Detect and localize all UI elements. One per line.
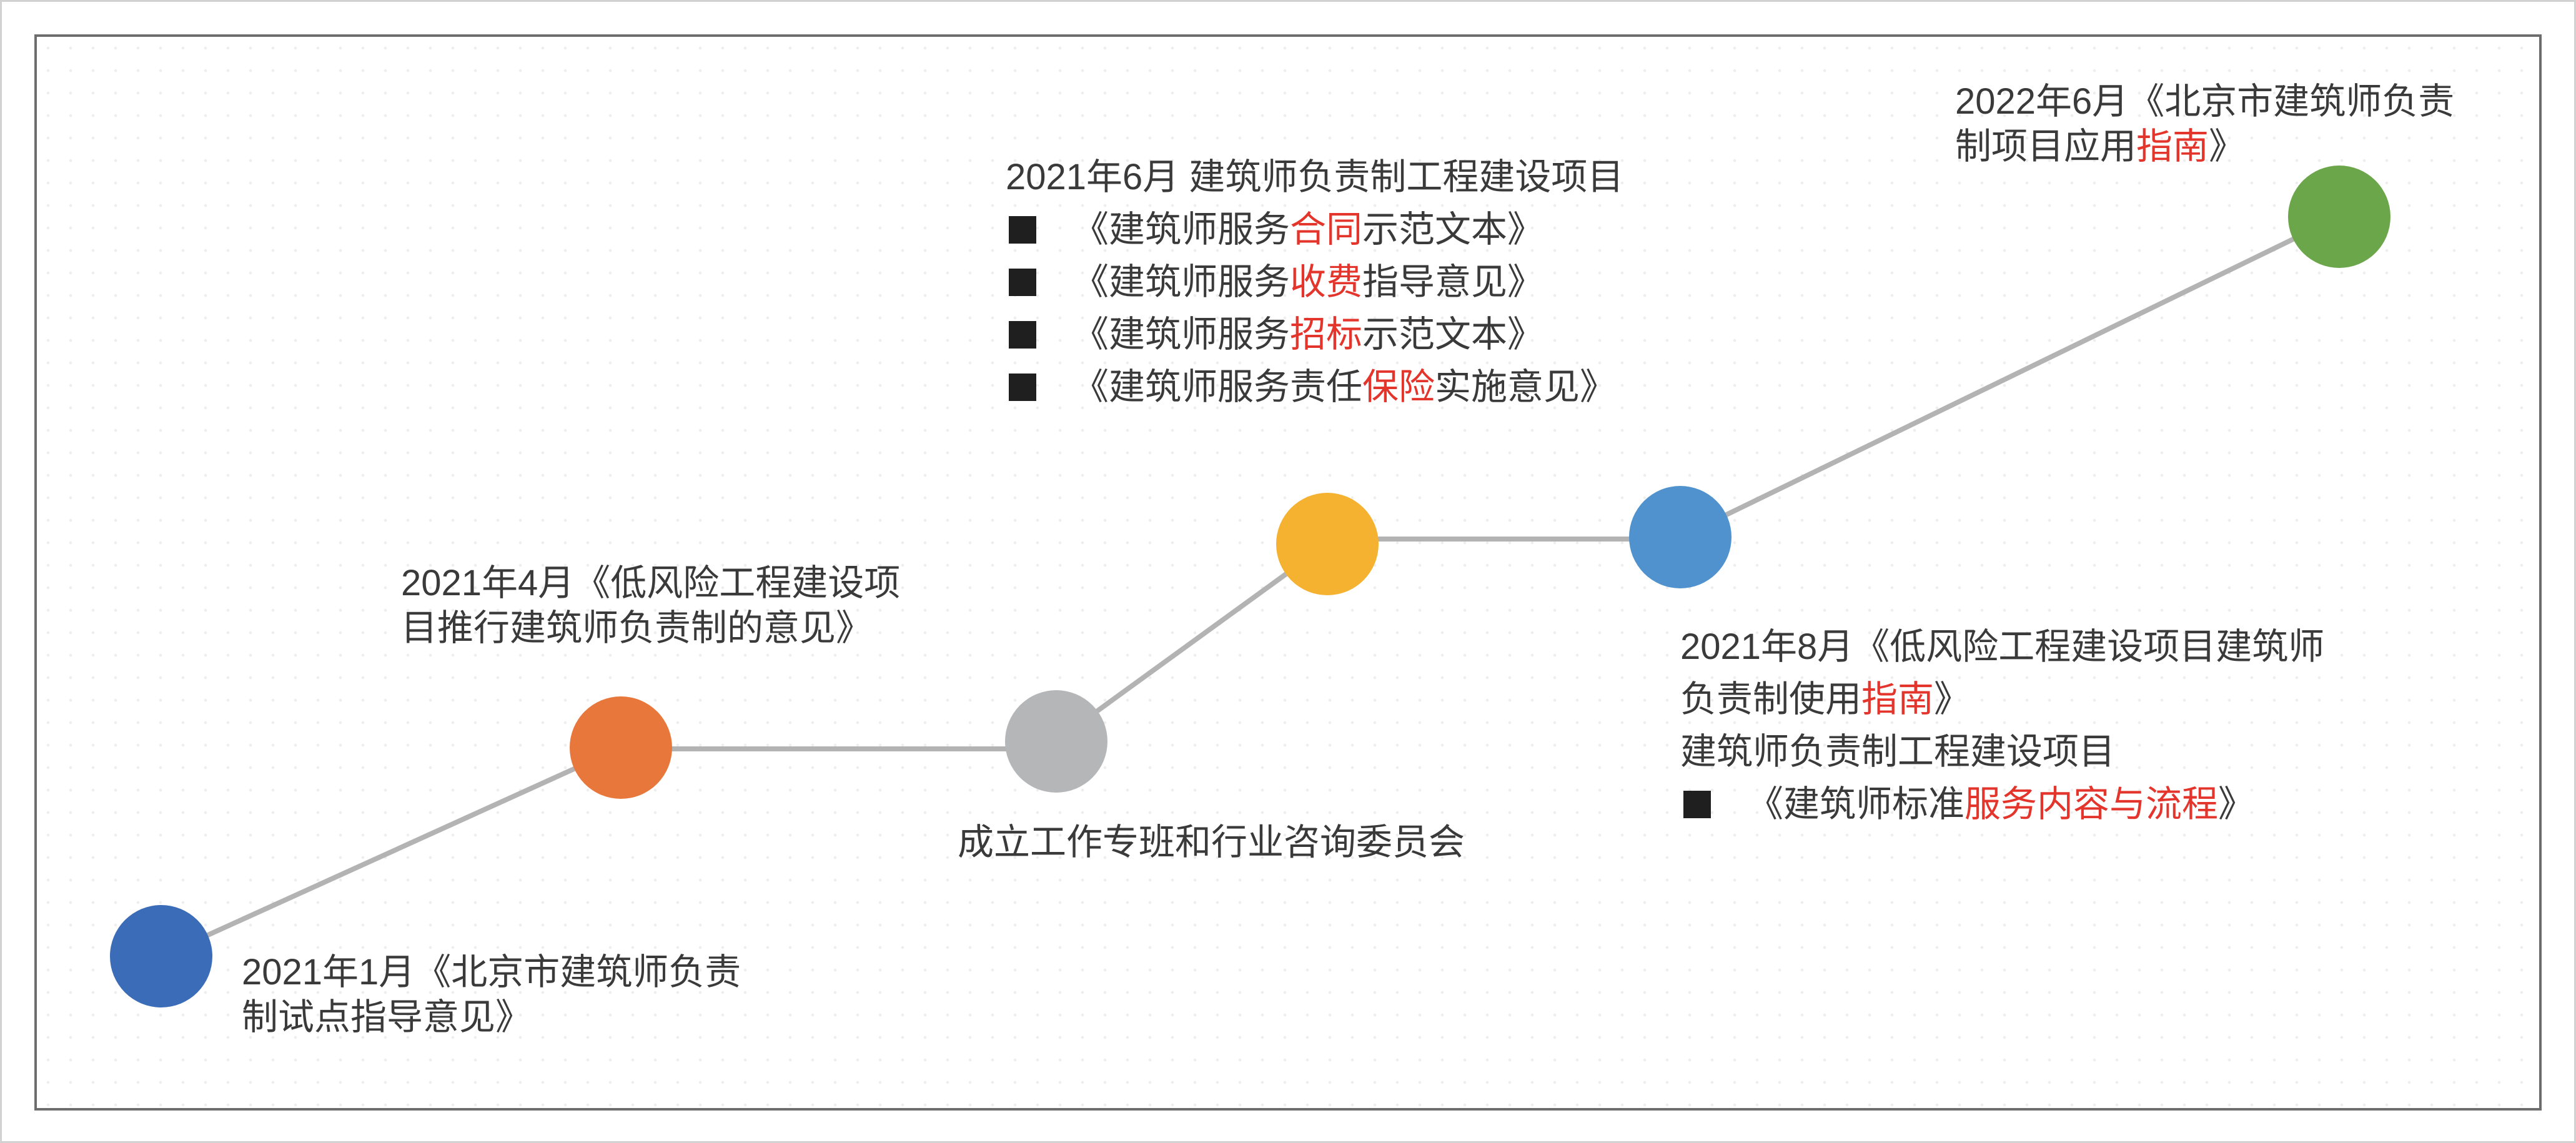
document-item: 《建筑师服务收费指导意见》 xyxy=(1006,256,1623,309)
diagram-frame xyxy=(34,34,2542,1111)
milestone-6-line-2-text: 制项目应用 xyxy=(1955,126,2137,167)
node-1 xyxy=(110,905,212,1007)
node-3 xyxy=(1005,690,1107,793)
milestone-2-label: 2021年4月《低风险工程建设项 目推行建筑师负责制的意见》 xyxy=(401,561,900,651)
milestone-5-line-2: 负责制使用指南》 xyxy=(1680,673,2324,726)
square-bullet-icon xyxy=(1009,321,1036,349)
node-5 xyxy=(1629,486,1731,588)
connector-5-6 xyxy=(1678,214,2342,540)
document-title: 《建筑师服务收费指导意见》 xyxy=(1073,256,1543,309)
milestone-5-line-1: 2021年8月《低风险工程建设项目建筑师 xyxy=(1680,626,2325,667)
document-title-text: 《建筑师服务 xyxy=(1073,209,1290,250)
document-title-text: 》 xyxy=(2218,784,2255,824)
highlight-text: 服务内容与流程 xyxy=(1964,784,2219,824)
square-bullet-icon xyxy=(1009,269,1036,296)
milestone-5-label: 2021年8月《低风险工程建设项目建筑师 负责制使用指南》 建筑师负责制工程建设… xyxy=(1680,621,2324,831)
square-bullet-icon xyxy=(1009,374,1036,401)
document-title: 《建筑师服务责任保险实施意见》 xyxy=(1073,361,1616,413)
document-title-text: 示范文本》 xyxy=(1362,209,1544,250)
connector-lines xyxy=(159,214,2342,959)
milestone-5-line-2-text: 负责制使用 xyxy=(1680,679,1862,720)
milestone-1-line-1: 2021年1月《北京市建筑师负责 xyxy=(242,952,741,992)
milestone-2-line-2: 目推行建筑师负责制的意见》 xyxy=(401,608,873,648)
highlight-text: 招标 xyxy=(1290,314,1363,355)
highlight-text: 合同 xyxy=(1290,209,1363,250)
node-4 xyxy=(1276,493,1379,595)
node-6 xyxy=(2288,166,2390,268)
highlight-text: 指南 xyxy=(1861,679,1934,720)
document-item: 《建筑师服务责任保险实施意见》 xyxy=(1006,361,1623,413)
document-title-text: 《建筑师服务责任 xyxy=(1073,367,1363,407)
timeline-nodes xyxy=(110,166,2390,1007)
milestone-6-line-2: 制项目应用指南》 xyxy=(1955,124,2454,169)
milestone-4-title: 2021年6月 建筑师负责制工程建设项目 xyxy=(1006,157,1624,197)
milestone-3-text: 成立工作专班和行业咨询委员会 xyxy=(958,822,1465,863)
document-title-text: 实施意见》 xyxy=(1435,367,1617,407)
document-title: 《建筑师标准服务内容与流程》 xyxy=(1747,778,2254,831)
milestone-3-label: 成立工作专班和行业咨询委员会 xyxy=(958,820,1465,865)
milestone-6-line-1: 2022年6月《北京市建筑师负责 xyxy=(1955,81,2455,122)
document-title: 《建筑师服务招标示范文本》 xyxy=(1073,309,1543,361)
milestone-6-label: 2022年6月《北京市建筑师负责 制项目应用指南》 xyxy=(1955,79,2454,169)
document-title-text: 《建筑师服务 xyxy=(1073,262,1290,302)
document-title: 《建筑师服务合同示范文本》 xyxy=(1073,204,1543,256)
document-item: 《建筑师服务招标示范文本》 xyxy=(1006,309,1623,361)
document-item: 《建筑师服务合同示范文本》 xyxy=(1006,204,1623,256)
document-title-text: 指导意见》 xyxy=(1362,262,1544,302)
document-item: 《建筑师标准服务内容与流程》 xyxy=(1680,778,2324,831)
square-bullet-icon xyxy=(1009,216,1036,244)
milestone-1-line-2: 制试点指导意见》 xyxy=(242,997,532,1037)
square-bullet-icon xyxy=(1683,791,1711,818)
milestone-5-line-3: 建筑师负责制工程建设项目 xyxy=(1680,731,2116,772)
highlight-text: 指南 xyxy=(2136,126,2209,167)
highlight-text: 收费 xyxy=(1290,262,1363,302)
document-title-text: 《建筑师服务 xyxy=(1073,314,1290,355)
document-title-text: 《建筑师标准 xyxy=(1747,784,1965,824)
milestone-1-label: 2021年1月《北京市建筑师负责 制试点指导意见》 xyxy=(242,950,741,1040)
milestone-2-line-1: 2021年4月《低风险工程建设项 xyxy=(401,563,901,603)
connector-1-2 xyxy=(159,745,623,959)
highlight-text: 保险 xyxy=(1362,367,1435,407)
milestone-6-line-2-text: 》 xyxy=(2209,126,2246,167)
document-title-text: 示范文本》 xyxy=(1362,314,1544,355)
node-2 xyxy=(570,696,672,799)
milestone-4-label: 2021年6月 建筑师负责制工程建设项目 《建筑师服务合同示范文本》 《建筑师服… xyxy=(1006,151,1623,413)
milestone-5-line-2-text: 》 xyxy=(1934,679,1971,720)
connector-3-4 xyxy=(1054,542,1330,743)
